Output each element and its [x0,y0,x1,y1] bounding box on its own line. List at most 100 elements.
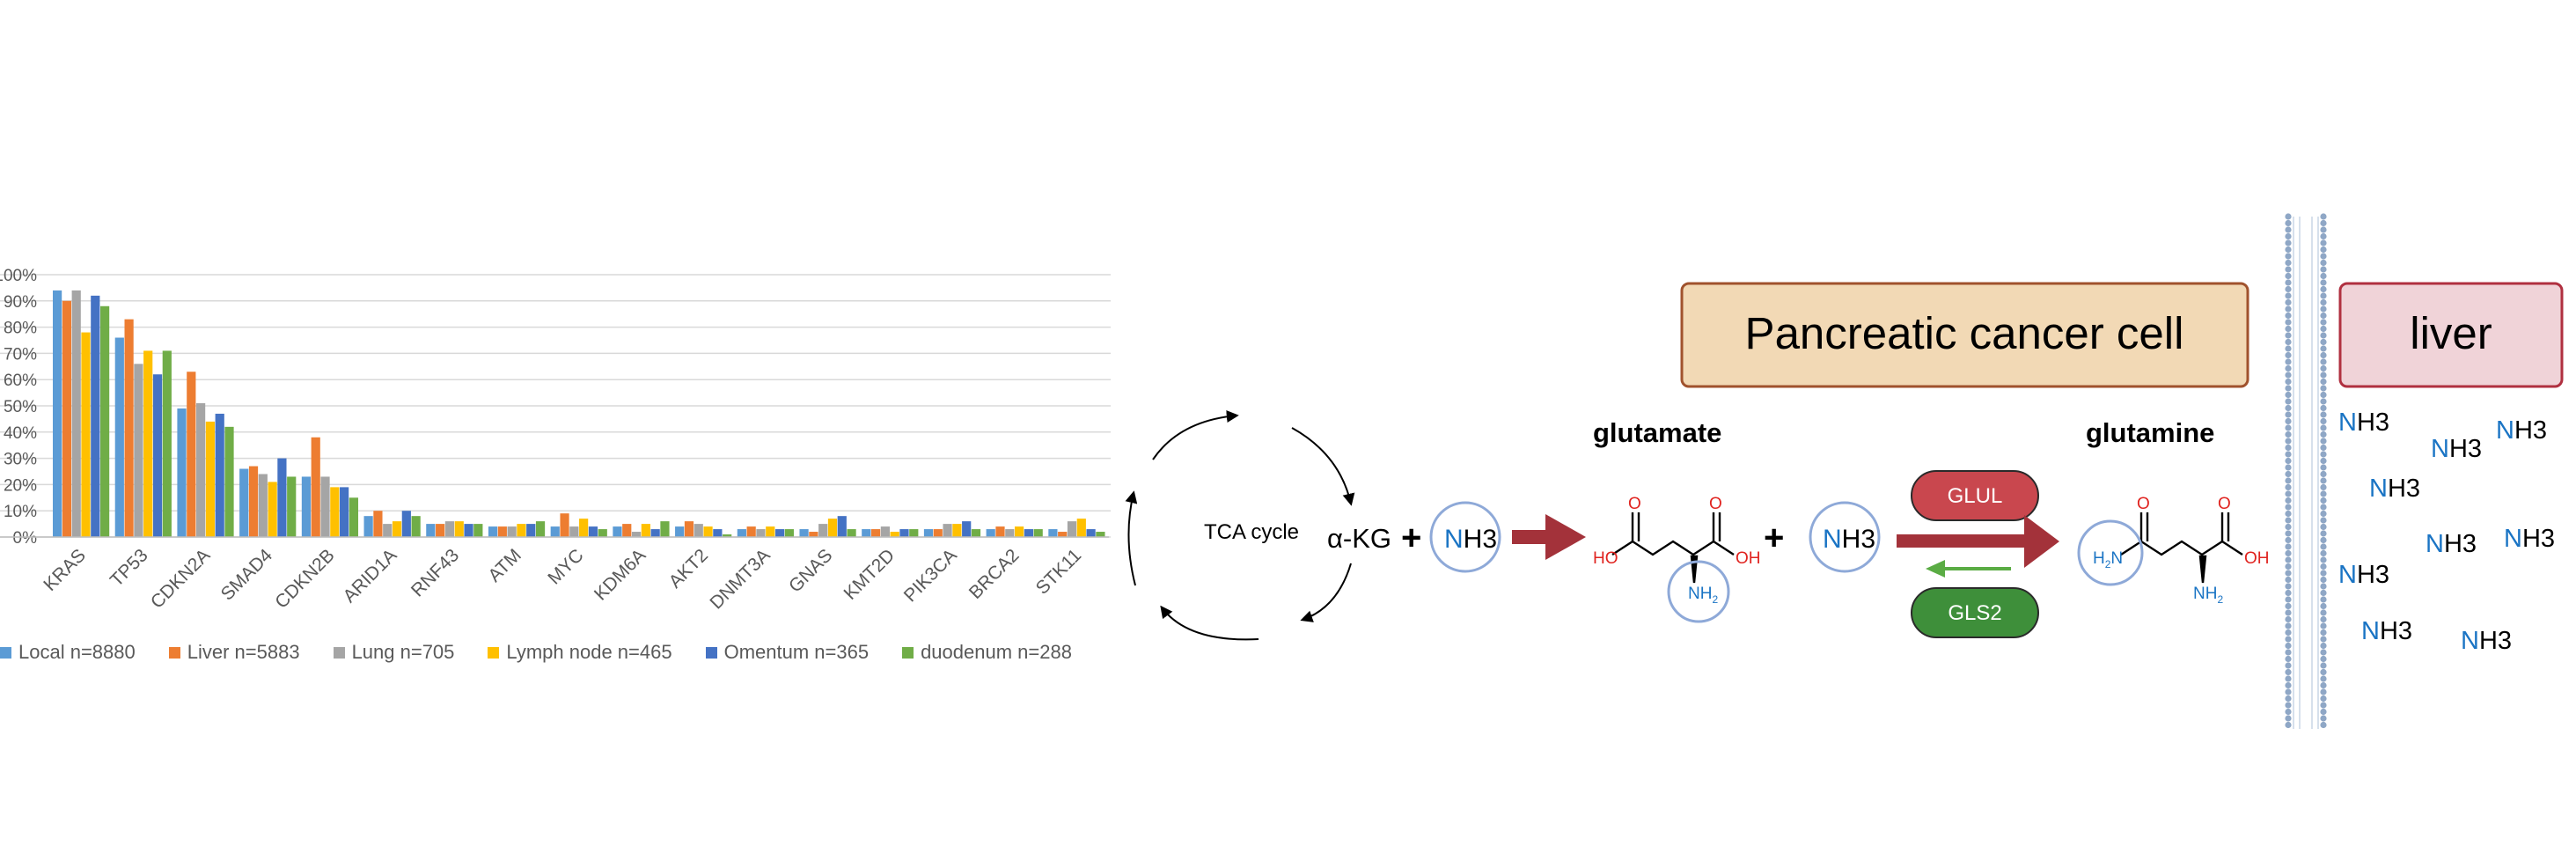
glutamate-oh: OH [1736,549,1761,568]
red-arrow-to-glutamine [1897,515,2059,568]
lipid-head [2320,312,2327,320]
legend-swatch [902,646,914,659]
lipid-head [2320,681,2327,689]
lipid-head [2285,477,2292,484]
lipid-head [2320,715,2327,722]
bar-kdm6a-5 [660,521,670,537]
lipid-head [2285,570,2292,577]
lipid-head [2285,510,2292,518]
lipid-head [2320,549,2327,557]
lipid-head [2320,391,2327,399]
lipid-head [2285,219,2292,227]
lipid-head [2285,681,2292,689]
lipid-head [2285,305,2292,313]
bar-rnf43-5 [473,524,483,537]
lipid-head [2320,602,2327,610]
lipid-head [2320,372,2327,379]
free-nh3: NH3 [2496,416,2547,445]
green-arrow-reverse [1926,560,2011,578]
bar-akt2-1 [684,521,694,537]
lipid-head [2285,404,2292,412]
lipid-head [2320,213,2327,220]
bar-kdm6a-0 [613,526,622,537]
bar-myc-0 [550,526,560,537]
lipid-head [2320,253,2327,260]
gls2-label: GLS2 [1948,601,2001,625]
lipid-head [2285,398,2292,405]
x-tick-label-myc: MYC [544,545,587,588]
bar-arid1a-1 [373,511,383,537]
legend-item: Lymph node n=465 [488,641,672,664]
glutamine-o-left: O [2137,495,2150,513]
nh3-h3: H3 [1464,525,1497,554]
bar-kras-2 [71,290,81,537]
lipid-head [2285,430,2292,438]
bar-kmt2d-5 [909,529,919,537]
lipid-head [2320,444,2327,452]
legend-label: Lung n=705 [351,641,455,663]
y-tick-label: 50% [4,398,37,416]
lipid-head [2320,510,2327,518]
lipid-head [2320,668,2327,676]
bar-smad4-2 [258,474,268,537]
bar-stk11-4 [1086,529,1096,537]
bar-gnas-0 [799,529,809,537]
free-nh3: NH3 [2369,475,2420,504]
bar-pik3ca-5 [971,529,981,537]
lipid-head [2320,655,2327,663]
pancreatic-cancer-cell-box: Pancreatic cancer cell [1680,282,2249,388]
bar-stk11-5 [1096,532,1105,537]
lipid-head [2285,351,2292,359]
x-tick-label-kras: KRAS [40,545,90,595]
nh3-h3: H3 [2521,525,2556,553]
lipid-head [2320,470,2327,478]
lipid-head [2320,266,2327,273]
lipid-head [2320,622,2327,629]
bar-tp53-0 [114,337,124,537]
bar-dnmt3a-0 [737,529,746,537]
bar-stk11-3 [1076,519,1086,537]
bar-stk11-1 [1058,532,1068,537]
lipid-head [2285,536,2292,544]
liver-label: liver [2410,308,2492,358]
lipid-head [2285,417,2292,425]
lipid-head [2320,319,2327,326]
lipid-head [2285,675,2292,682]
lipid-head [2285,662,2292,669]
lipid-head [2320,523,2327,531]
bar-brca2-3 [1014,526,1024,537]
x-tick-label-stk11: STK11 [1032,545,1086,599]
lipid-head [2285,583,2292,590]
lipid-head [2285,629,2292,637]
bar-brca2-1 [995,526,1005,537]
glutamine-nh2-circle [2077,519,2144,586]
lipid-head [2285,385,2292,392]
bar-brca2-5 [1033,529,1043,537]
legend-label: Lymph node n=465 [506,641,672,663]
lipid-head [2285,319,2292,326]
lipid-head [2320,464,2327,471]
lipid-head [2320,424,2327,431]
legend-label: Liver n=5883 [187,641,300,663]
bar-smad4-3 [268,482,277,537]
nh3-n: N [2361,617,2380,645]
bar-brca2-4 [1024,529,1033,537]
bar-dnmt3a-1 [746,526,756,537]
bar-rnf43-3 [454,521,464,537]
lipid-head [2285,457,2292,465]
lipid-head [2285,504,2292,511]
bar-smad4-5 [287,476,297,537]
lipid-head [2320,404,2327,412]
lipid-head [2285,530,2292,537]
lipid-head [2320,232,2327,240]
lipid-head [2285,470,2292,478]
bar-kmt2d-0 [862,529,871,537]
y-tick-label: 10% [4,503,37,521]
glutamine-structure [2120,512,2243,584]
bar-atm-1 [497,526,507,537]
lipid-head [2320,530,2327,537]
bar-gnas-2 [818,524,828,537]
legend-item: Omentum n=365 [705,641,869,664]
bar-dnmt3a-2 [756,529,766,537]
